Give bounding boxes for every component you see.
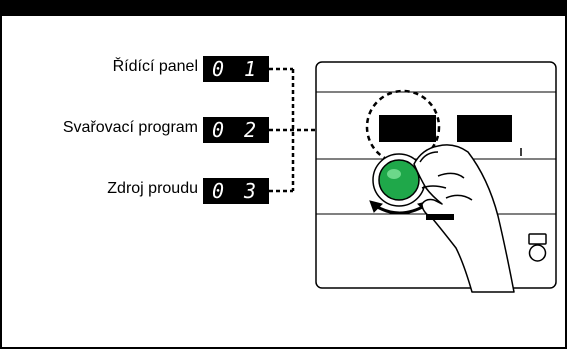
menu-code-display-02: 0 2 [203,117,269,143]
top-bar [2,2,565,16]
menu-code-display-03: 0 3 [203,178,269,204]
menu-code-display-01: 0 1 [203,56,269,82]
menu-code-03: 0 3 [211,179,261,203]
menu-label-power-source: Zdroj proudu [107,180,198,197]
hand-icon [413,144,515,293]
socket-icon [528,233,547,262]
slot-bar [426,214,454,220]
menu-label-control-panel: Řídící panel [112,58,198,75]
device-display-right [457,115,512,142]
menu-code-02: 0 2 [211,118,261,142]
control-knob [378,159,420,201]
knob-highlight [387,169,401,179]
device-display-left [379,115,436,142]
menu-label-welding-program: Svařovací program [62,119,198,136]
menu-code-01: 0 1 [211,57,261,81]
